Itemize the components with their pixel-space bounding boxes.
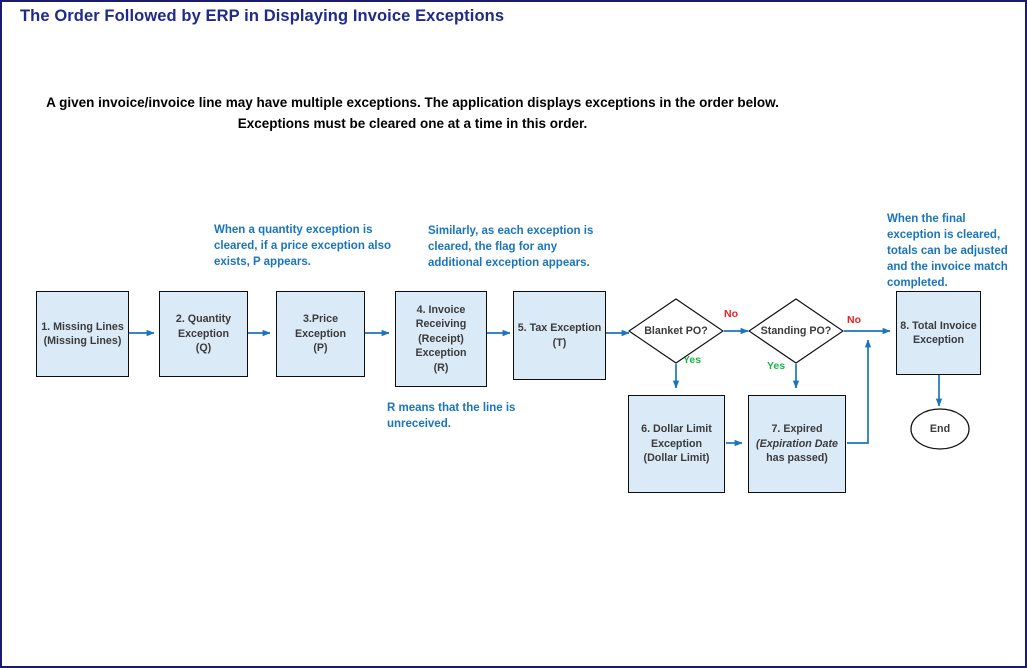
node-label-5: 5. Tax Exception (T) — [517, 322, 602, 349]
node-label-7: 7. Expired (Expiration Date has passed) — [756, 423, 838, 465]
note-similarly: Similarly, as each exception is cleared,… — [428, 225, 594, 269]
node-tax-exception[interactable]: 5. Tax Exception (T) — [513, 291, 606, 380]
page-subtitle: A given invoice/invoice line may have mu… — [46, 95, 779, 131]
node-price-exception[interactable]: 3.Price Exception (P) — [276, 291, 365, 377]
node-dollar-limit-exception[interactable]: 6. Dollar Limit Exception (Dollar Limit) — [628, 395, 725, 493]
diamond-shape — [628, 298, 724, 364]
note-quantity-exception: When a quantity exception is cleared, if… — [214, 224, 392, 268]
note-final-exception: When the final exception is cleared, tot… — [887, 213, 1008, 289]
edge-label-standing-yes: Yes — [767, 360, 786, 372]
node-label-8: 8. Total Invoice Exception — [900, 319, 977, 347]
ellipse-shape — [910, 408, 970, 450]
node-invoice-receiving-exception[interactable]: 4. Invoice Receiving (Receipt) Exception… — [395, 291, 487, 387]
page-title: The Order Followed by ERP in Displaying … — [20, 7, 505, 25]
node-label-4: 4. Invoice Receiving (Receipt) Exception… — [415, 303, 467, 374]
node-label-2: 2. Quantity Exception (Q) — [175, 313, 232, 355]
node-total-invoice-exception[interactable]: 8. Total Invoice Exception — [896, 291, 981, 375]
node-expired[interactable]: 7. Expired (Expiration Date has passed) — [748, 395, 846, 493]
node-label-3: 3.Price Exception (P) — [294, 313, 347, 355]
edge-label-blanket-yes: Yes — [683, 354, 702, 366]
node-label-6: 6. Dollar Limit Exception (Dollar Limit) — [641, 423, 712, 465]
node-end[interactable]: End — [910, 408, 970, 450]
note-receipt: R means that the line is unreceived. — [387, 402, 516, 430]
decision-standing-po[interactable]: Standing PO? — [748, 298, 844, 364]
decision-blanket-po[interactable]: Blanket PO? — [628, 298, 724, 364]
edge-label-blanket-no: No — [724, 308, 738, 320]
node-quantity-exception[interactable]: 2. Quantity Exception (Q) — [159, 291, 248, 377]
edge-label-standing-no: No — [847, 314, 861, 326]
node-missing-lines[interactable]: 1. Missing Lines (Missing Lines) — [36, 291, 129, 377]
node-label-1: 1. Missing Lines (Missing Lines) — [41, 320, 124, 348]
diamond-shape — [748, 298, 844, 364]
